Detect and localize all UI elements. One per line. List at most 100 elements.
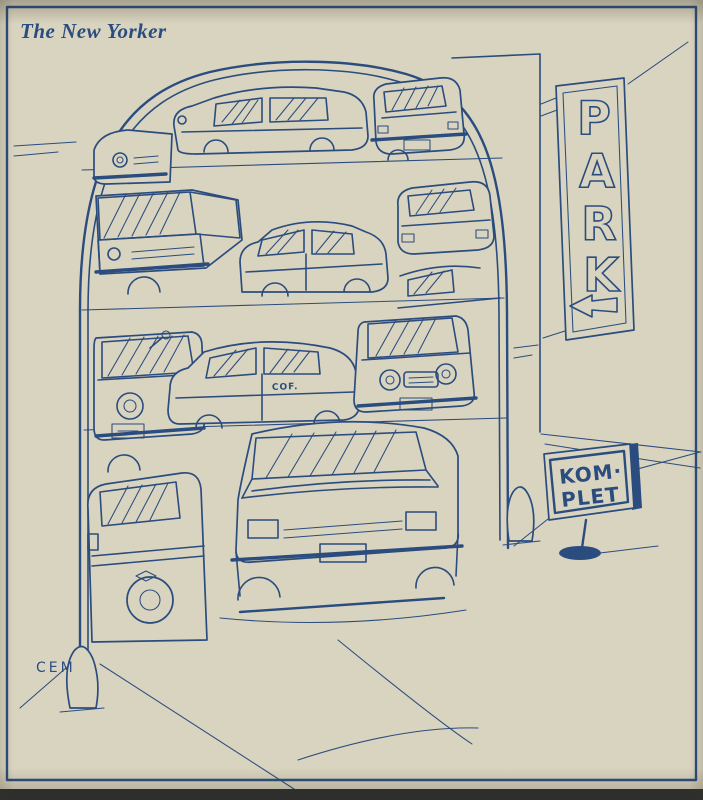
side-trim (91, 545, 205, 567)
window-hatching (391, 85, 439, 111)
car-row3-right-upper (397, 265, 501, 309)
grille (403, 371, 439, 388)
headlight (247, 519, 279, 539)
car-face-right (353, 315, 478, 413)
car-bumper (230, 544, 464, 562)
headlight (107, 247, 121, 261)
car-body (167, 341, 361, 425)
left-arrow-icon (569, 294, 618, 318)
car-body (372, 76, 466, 155)
sign-panel (543, 443, 635, 521)
car-window (407, 269, 455, 297)
window-hatching (375, 317, 437, 357)
headlight (405, 511, 437, 531)
sign-panel (555, 77, 635, 341)
rear-window (407, 189, 475, 217)
publication-title: The New Yorker (20, 19, 167, 43)
sedan-row2-center (239, 220, 389, 297)
taillight (377, 125, 389, 134)
car-bumper (92, 172, 168, 180)
headlight (441, 369, 451, 379)
ground-lines (19, 433, 702, 799)
frame-border (5, 5, 698, 782)
cone-body (65, 645, 99, 709)
a-pillars (241, 469, 439, 499)
emblem (135, 570, 157, 582)
sign-support-line (627, 41, 689, 85)
car-bumper (94, 426, 206, 438)
cone-base-line (59, 707, 105, 713)
license-plate (399, 397, 433, 411)
park-sign-letter-k: K (583, 248, 621, 302)
window-hatching (413, 270, 445, 295)
mirror-stem (149, 336, 164, 349)
car-windows (257, 229, 355, 257)
komplet-sign: KOM· PLET (513, 443, 701, 560)
wall-top-edge (451, 53, 541, 59)
car-top-right (370, 76, 468, 161)
side-trim (245, 253, 383, 291)
window-hatching (107, 334, 185, 377)
taillight (447, 121, 459, 130)
sign-inner-border (562, 85, 627, 333)
car-body (95, 189, 243, 275)
window-hatching (103, 191, 181, 239)
windshield (367, 317, 459, 359)
sign-inner-border (548, 449, 630, 515)
car-body (396, 180, 495, 255)
car-bumper (356, 396, 478, 408)
sign-post (580, 518, 588, 550)
headlight (116, 156, 124, 164)
traffic-cone-left (59, 645, 105, 713)
park-sign-letter-r: R (581, 197, 616, 251)
car-body (172, 86, 369, 155)
car-body (86, 471, 208, 643)
grille-lines (283, 520, 403, 539)
car-bottom-left (86, 471, 208, 643)
grille-lines (408, 376, 434, 384)
headlight (435, 363, 457, 385)
sign-brackets (540, 97, 569, 339)
headlight (123, 399, 137, 413)
sign-ground-lines (513, 451, 701, 554)
car-door-label: COF. (272, 382, 299, 393)
window-hatching (415, 187, 457, 215)
park-sign-letter-p: P (577, 91, 611, 145)
sedan-row3-center: COF. (167, 341, 361, 429)
car-row2-right (396, 180, 495, 255)
rear-window (383, 85, 447, 113)
car-top-left (92, 129, 173, 185)
window-hatching (265, 429, 397, 479)
cone-base-line (502, 540, 541, 546)
car-wheels (237, 566, 455, 601)
car-wheel (127, 276, 161, 295)
headlight (379, 369, 401, 391)
window-hatching (265, 229, 347, 255)
car-windows (213, 97, 329, 127)
side-trim (175, 373, 355, 421)
hood-line (361, 352, 471, 361)
trunk-line (401, 219, 491, 227)
car-wheel (387, 149, 409, 161)
stacked-cars: COF. (86, 76, 501, 643)
window-hatching (107, 482, 169, 525)
car-wheels (261, 278, 371, 297)
car-wheel (126, 576, 174, 624)
wall-shading-dashes (13, 141, 539, 359)
body-sides (235, 533, 459, 597)
van-left (94, 189, 243, 295)
headlight (112, 152, 128, 168)
car-bumper (370, 132, 468, 142)
headlight (385, 375, 395, 385)
car-top-center (172, 86, 369, 155)
under-shadow (238, 596, 446, 614)
headlight (177, 115, 187, 125)
garage-wall (13, 53, 541, 433)
license-plate (403, 139, 431, 151)
sign-base (559, 546, 601, 560)
taillight (87, 533, 99, 551)
hubcap (139, 589, 161, 611)
mirror (161, 330, 171, 340)
